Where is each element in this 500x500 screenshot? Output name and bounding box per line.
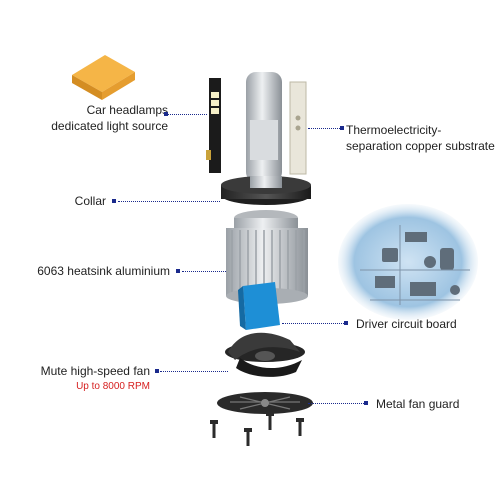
label-substrate-line2: separation copper substrate: [346, 139, 495, 153]
leader-fan-guard: [308, 403, 364, 404]
leader-fan: [160, 371, 228, 372]
leader-dot-driver: [344, 321, 348, 325]
label-fan-rpm: Up to 8000 RPM: [76, 381, 150, 392]
led-chip-icon: [72, 55, 135, 100]
label-light-source: Car headlamps dedicated light source: [42, 102, 168, 134]
fan-guard-icon: [217, 392, 313, 414]
label-fan-guard: Metal fan guard: [376, 397, 460, 411]
label-driver: Driver circuit board: [356, 317, 457, 331]
led-strip-icon: [206, 78, 221, 173]
leader-dot-substrate: [340, 126, 344, 130]
driver-board-icon: [238, 282, 280, 330]
leader-collar: [118, 201, 220, 202]
label-fan: Mute high-speed fan Up to 8000 RPM: [24, 363, 150, 395]
label-fan-text: Mute high-speed fan: [40, 364, 150, 378]
leader-dot-fan: [155, 369, 159, 373]
leader-light-source: [165, 114, 207, 115]
leader-dot-fan-guard: [364, 401, 368, 405]
screws-icon: [210, 412, 304, 446]
circuit-photo-icon: [338, 204, 478, 320]
leader-driver: [282, 323, 344, 324]
label-heatsink: 6063 heatsink aluminium: [37, 264, 170, 278]
label-collar: Collar: [74, 194, 106, 208]
leader-dot-collar: [112, 199, 116, 203]
collar-icon: [221, 176, 311, 205]
fan-icon: [225, 332, 305, 377]
label-light-source-line1: Car headlamps: [86, 103, 168, 117]
leader-substrate: [308, 128, 342, 129]
label-light-source-line2: dedicated light source: [51, 119, 168, 133]
label-substrate: Thermoelectricity- separation copper sub…: [346, 122, 495, 154]
leader-dot-light-source: [164, 112, 168, 116]
bulb-neck-icon: [246, 72, 282, 182]
leader-dot-heatsink: [176, 269, 180, 273]
label-substrate-line1: Thermoelectricity-: [346, 123, 442, 137]
copper-substrate-icon: [289, 81, 307, 175]
leader-heatsink: [182, 271, 226, 272]
